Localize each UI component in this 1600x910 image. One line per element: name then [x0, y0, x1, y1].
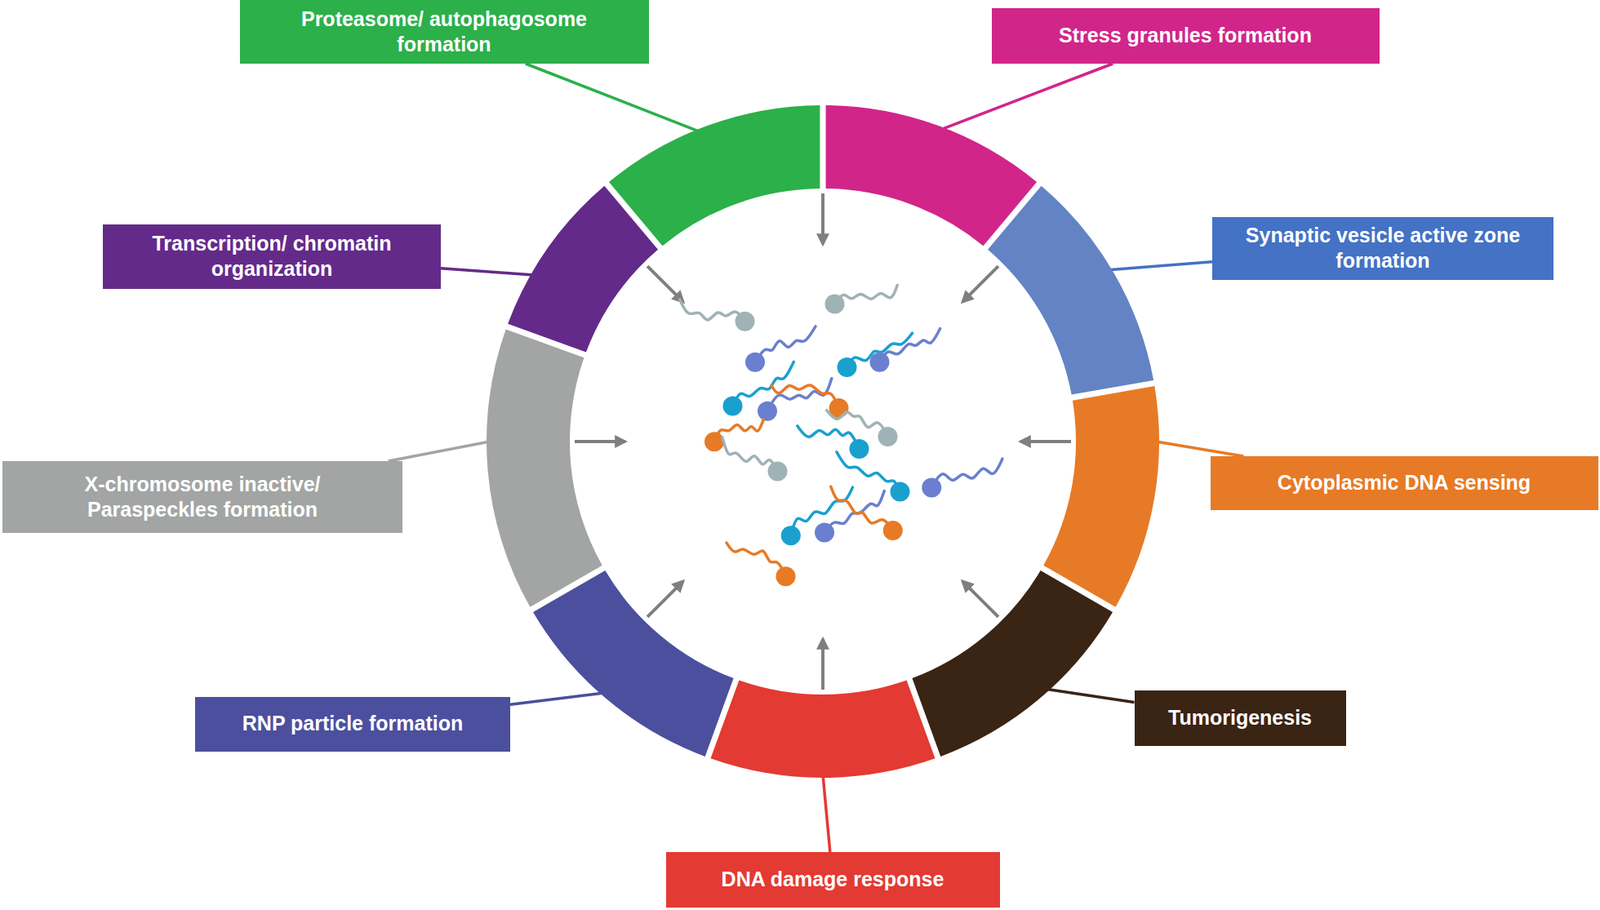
ring-segment [533, 570, 734, 757]
ring-segment [710, 680, 935, 778]
protein-head [890, 482, 911, 503]
protein-head [723, 396, 743, 417]
label-text: Stress granules formation [1058, 22, 1312, 49]
protein-head [883, 520, 903, 541]
ring-segment [507, 186, 658, 353]
ring-segment [987, 186, 1154, 396]
label-box: Proteasome/ autophagosome formation [240, 0, 649, 64]
protein-tail [931, 458, 1003, 488]
ring-segment [826, 105, 1037, 246]
protein-molecule [870, 328, 941, 373]
protein-head [921, 478, 942, 498]
label-box: Tumorigenesis [1134, 690, 1347, 747]
inward-arrow [821, 639, 825, 690]
leader-line [440, 268, 535, 276]
protein-molecule [831, 486, 903, 541]
protein-tail [835, 284, 898, 304]
ring-segment [1043, 386, 1160, 608]
leader-line [822, 774, 831, 853]
protein-tail [733, 361, 795, 406]
protein-head [745, 352, 765, 373]
leader-line [940, 63, 1114, 130]
protein-molecule [722, 437, 788, 482]
protein-head [735, 311, 756, 332]
label-text: DNA damage response [721, 866, 945, 893]
leader-line [525, 63, 701, 133]
protein-tail [680, 299, 746, 322]
leader-line [1108, 262, 1213, 271]
protein-molecule [757, 378, 832, 422]
protein-molecule [836, 452, 911, 503]
inward-arrow [647, 266, 684, 303]
inward-arrow [574, 440, 626, 444]
label-text: Synaptic vesicle active zone formation [1244, 222, 1522, 275]
protein-tail [771, 385, 840, 409]
protein-head [768, 462, 788, 482]
protein-head [878, 426, 898, 447]
protein-head [814, 523, 835, 543]
protein-head [781, 525, 801, 546]
protein-head [870, 352, 890, 373]
protein-head [837, 357, 858, 378]
label-text: RNP particle formation [242, 711, 463, 737]
protein-tail [836, 452, 901, 493]
label-box: DNA damage response [666, 852, 1000, 908]
label-box: Transcription/ chromatin organization [102, 224, 441, 289]
label-text: X-chromosome inactive/ Paraspeckles form… [31, 471, 374, 524]
leader-line [388, 441, 490, 462]
protein-molecule [837, 333, 913, 378]
leader-line [1045, 688, 1134, 703]
inward-arrow [962, 581, 999, 618]
protein-tail [831, 486, 894, 531]
label-box: RNP particle formation [195, 697, 511, 752]
protein-head [825, 294, 845, 315]
protein-molecule [825, 284, 898, 314]
protein-head [849, 439, 870, 459]
inward-arrow [1020, 440, 1072, 444]
protein-head [704, 431, 725, 452]
label-box: Cytoplasmic DNA sensing [1210, 456, 1599, 511]
protein-molecule [771, 385, 849, 418]
protein-tail [726, 542, 787, 577]
protein-molecule [726, 542, 796, 587]
leader-line [510, 693, 605, 705]
protein-head [757, 401, 778, 422]
protein-tail [826, 410, 889, 437]
protein-molecule [704, 419, 764, 452]
inward-arrow [821, 193, 825, 245]
protein-molecule [680, 299, 756, 332]
protein-head [776, 566, 796, 587]
label-box: Synaptic vesicle active zone formation [1212, 217, 1554, 280]
protein-molecule [921, 458, 1003, 498]
protein-molecule [745, 326, 816, 373]
label-box: Stress granules formation [991, 8, 1380, 64]
protein-tail [755, 326, 816, 363]
label-box: X-chromosome inactive/ Paraspeckles form… [2, 461, 403, 534]
leader-line [1155, 441, 1244, 457]
protein-tail [797, 426, 860, 449]
ring-segment [911, 570, 1113, 757]
inward-arrow [647, 581, 684, 618]
label-text: Cytoplasmic DNA sensing [1277, 470, 1531, 496]
protein-molecule [814, 491, 885, 543]
ring-segment [486, 328, 603, 607]
label-text: Tumorigenesis [1168, 705, 1312, 731]
protein-tail [880, 328, 941, 363]
label-text: Transcription/ chromatin organization [124, 231, 419, 283]
label-text: Proteasome/ autophagosome formation [268, 6, 620, 58]
ring-segment [608, 105, 820, 246]
inward-arrow [962, 266, 999, 303]
protein-molecule [781, 487, 854, 546]
protein-molecule [797, 426, 870, 459]
